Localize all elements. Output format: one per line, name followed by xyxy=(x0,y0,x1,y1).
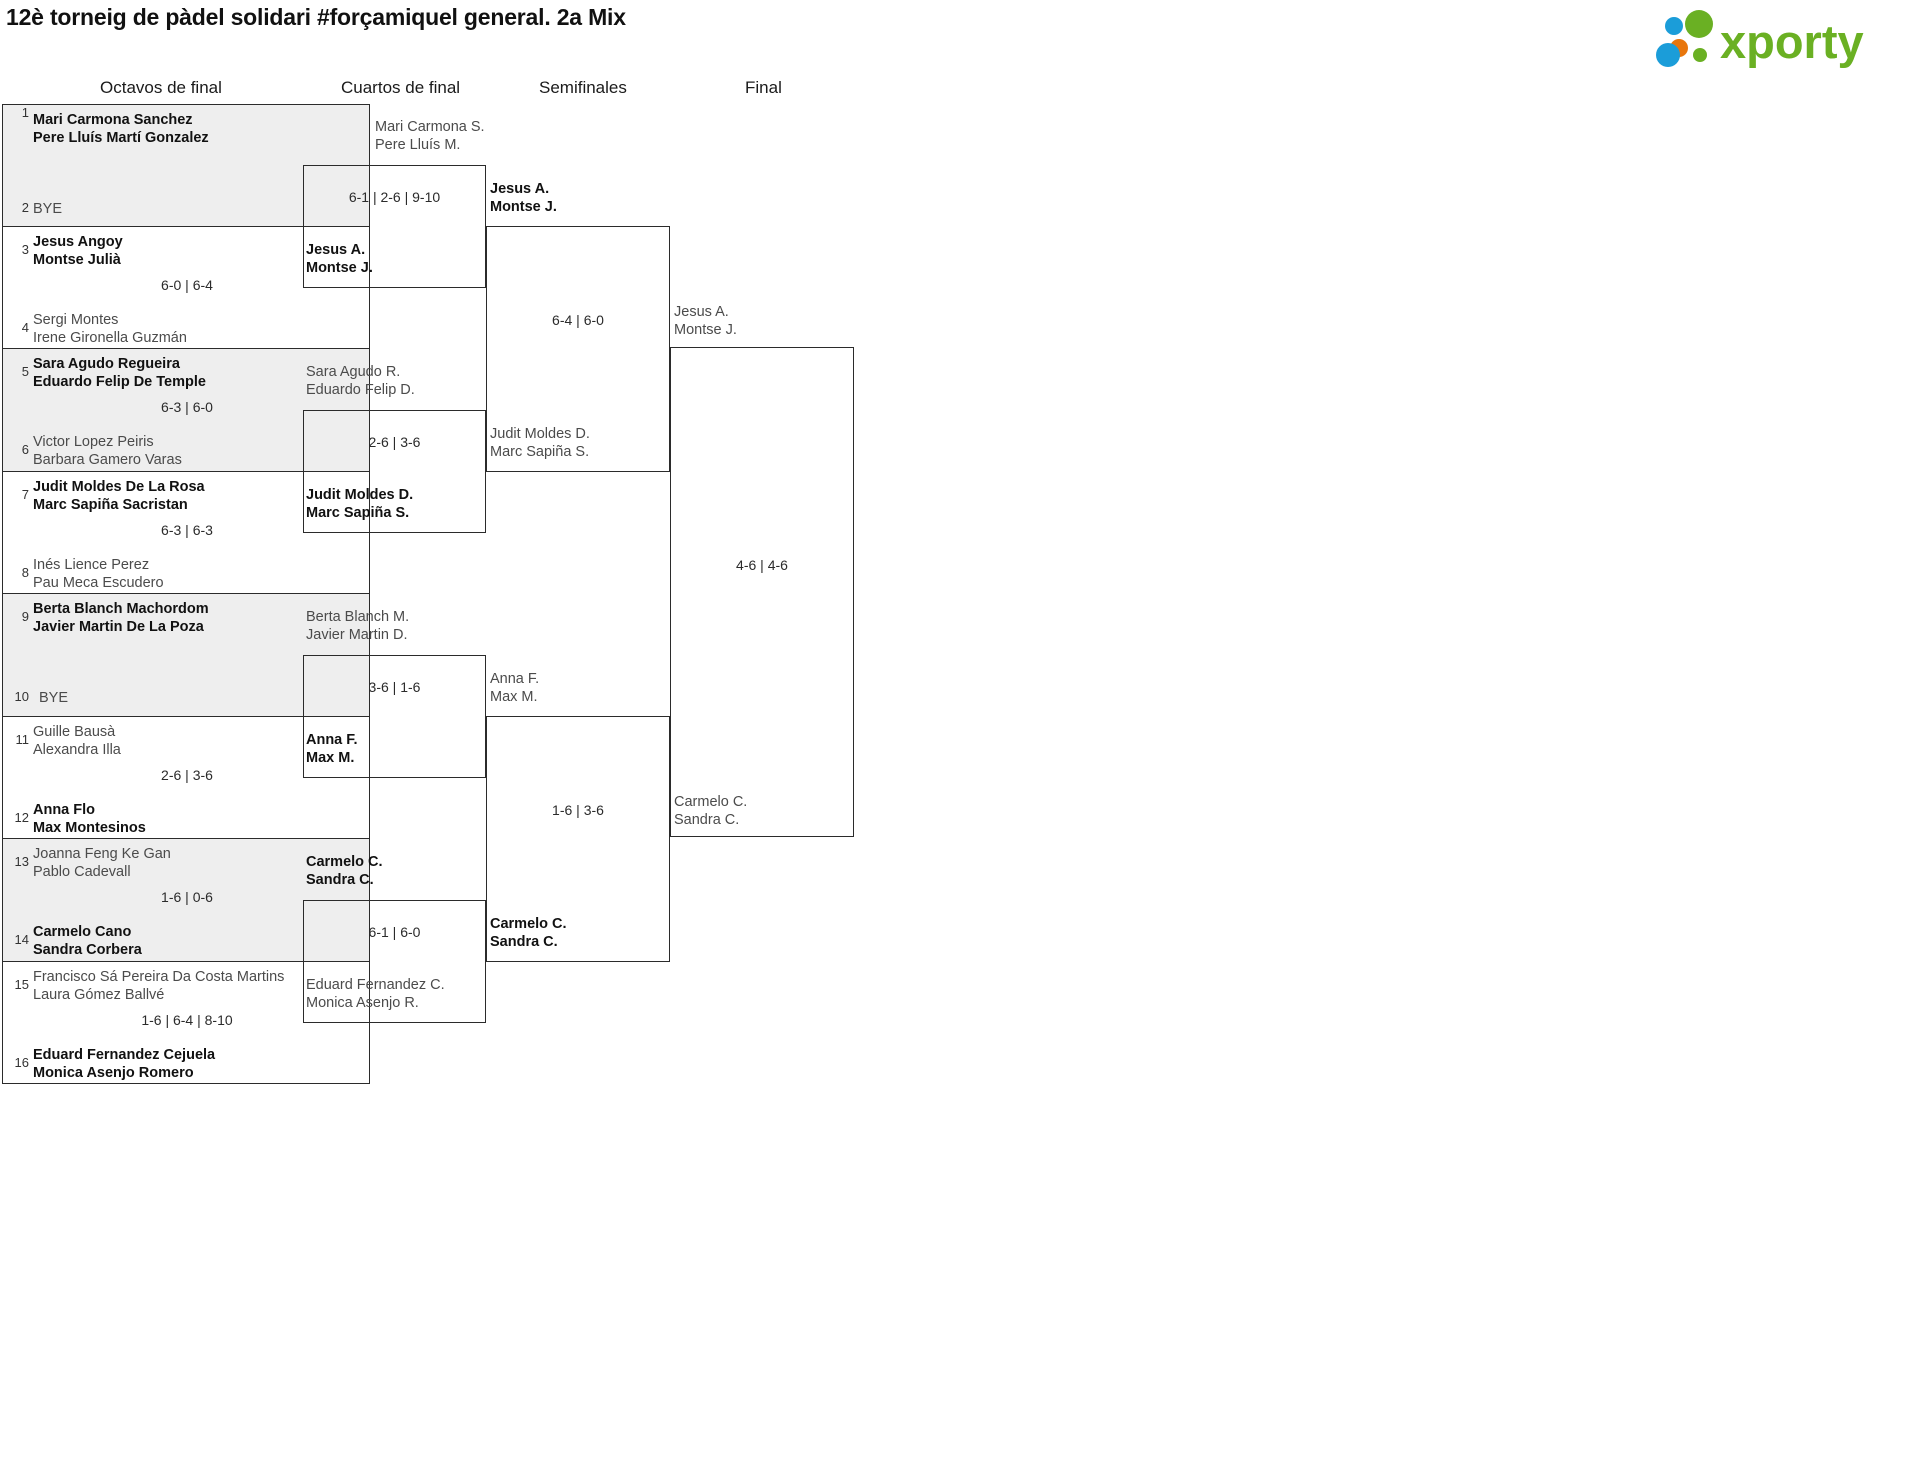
r16-team-top: Francisco Sá Pereira Da Costa Martins La… xyxy=(33,968,285,1003)
sf-match-1-bracket[interactable] xyxy=(486,226,670,472)
r16-match-2[interactable]: 3 Jesus Angoy Montse Julià 4 Sergi Monte… xyxy=(2,226,370,349)
r16-score: 1-6 | 0-6 xyxy=(161,889,213,905)
r16-team-top: Jesus Angoy Montse Julià xyxy=(33,233,123,268)
sf-score-2: 1-6 | 3-6 xyxy=(552,802,604,818)
r16-match-7[interactable]: 13 Joanna Feng Ke Gan Pablo Cadevall 14 … xyxy=(2,839,370,962)
logo-dot-green-small xyxy=(1693,48,1707,62)
r16-team-bottom: Victor Lopez Peiris Barbara Gamero Varas xyxy=(33,434,182,468)
r16-team-bottom: Inés Lience Perez Pau Meca Escudero xyxy=(33,556,164,591)
r16-team-top: Guille Bausà Alexandra Illa xyxy=(33,723,121,758)
qf-match-4-bracket[interactable] xyxy=(303,900,486,1023)
r16-score: 2-6 | 3-6 xyxy=(161,766,213,783)
final-score: 4-6 | 4-6 xyxy=(736,557,788,573)
round-header-octavos: Octavos de final xyxy=(100,78,222,97)
qf1-team-bottom: Jesus A. Montse J. xyxy=(306,242,373,276)
final-team-top: Jesus A. Montse J. xyxy=(674,304,737,338)
seed-number: 10 xyxy=(14,689,29,704)
seed-number: 1 xyxy=(21,105,29,120)
qf3-team-top: Berta Blanch M. Javier Martin D. xyxy=(306,609,410,643)
r16-team-bottom: BYE xyxy=(39,690,69,706)
sf2-team-bottom: Carmelo C. Sandra C. xyxy=(490,916,567,950)
r16-score: 6-0 | 6-4 xyxy=(161,276,213,293)
round-header-semifinales: Semifinales xyxy=(539,78,627,97)
round-header-final: Final xyxy=(745,78,782,97)
qf-score-4: 6-1 | 6-0 xyxy=(368,924,421,940)
qf4-team-bottom: Eduard Fernandez C. Monica Asenjo R. xyxy=(306,977,445,1011)
round-of-16-column: 1 Mari Carmona Sanchez Pere Lluís Martí … xyxy=(2,104,370,1084)
xporty-logo-svg: xporty xyxy=(1656,10,1864,68)
r16-team-bottom: Anna Flo Max Montesinos xyxy=(33,801,146,836)
seed-number: 13 xyxy=(14,854,29,869)
r16-match-6[interactable]: 11 Guille Bausà Alexandra Illa 12 Anna F… xyxy=(2,716,370,839)
seed-number: 15 xyxy=(14,976,29,992)
seed-number: 14 xyxy=(14,932,29,947)
sf-score-1: 6-4 | 6-0 xyxy=(552,312,604,328)
seed-number: 4 xyxy=(21,319,29,335)
r16-match-4[interactable]: 7 Judit Moldes De La Rosa Marc Sapiña Sa… xyxy=(2,471,370,594)
qf-match-3-bracket[interactable] xyxy=(303,655,486,778)
seed-number: 9 xyxy=(21,609,29,624)
qf1-team-top: Mari Carmona S. Pere Lluís M. xyxy=(375,119,485,153)
page-title: 12è torneig de pàdel solidari #forçamiqu… xyxy=(6,4,626,30)
qf-match-2-bracket[interactable] xyxy=(303,410,486,533)
qf2-team-bottom: Judit Moldes D. Marc Sapiña S. xyxy=(306,487,414,521)
seed-number: 8 xyxy=(21,564,29,580)
r16-match-5[interactable]: 9 Berta Blanch Machordom Javier Martin D… xyxy=(2,594,370,717)
logo-dot-blue-big xyxy=(1656,43,1680,67)
sf-match-2-bracket[interactable] xyxy=(486,716,670,962)
r16-team-bottom: Carmelo Cano Sandra Corbera xyxy=(33,924,142,958)
r16-score: 1-6 | 6-4 | 8-10 xyxy=(141,1011,233,1028)
seed-number: 5 xyxy=(21,364,29,379)
final-match-bracket[interactable] xyxy=(670,347,854,837)
logo-dot-green-big xyxy=(1685,10,1713,38)
r16-team-top: Judit Moldes De La Rosa Marc Sapiña Sacr… xyxy=(33,478,205,513)
qf3-team-bottom: Anna F. Max M. xyxy=(306,732,358,766)
qf-score-3: 3-6 | 1-6 xyxy=(368,679,421,695)
sf1-team-bottom: Judit Moldes D. Marc Sapiña S. xyxy=(490,426,590,460)
r16-score: 6-3 | 6-3 xyxy=(161,521,213,538)
seed-number: 7 xyxy=(21,486,29,502)
r16-team-bottom: Eduard Fernandez Cejuela Monica Asenjo R… xyxy=(33,1046,216,1081)
seed-number: 16 xyxy=(14,1054,29,1070)
sf2-team-top: Anna F. Max M. xyxy=(490,671,540,705)
r16-team-bottom: Sergi Montes Irene Gironella Guzmán xyxy=(33,311,187,346)
qf-match-1-bracket[interactable] xyxy=(303,165,486,288)
seed-number: 12 xyxy=(14,809,29,825)
seed-number: 6 xyxy=(21,442,29,457)
r16-team-top: Joanna Feng Ke Gan Pablo Cadevall xyxy=(33,846,171,880)
r16-team-top: Mari Carmona Sanchez Pere Lluís Martí Go… xyxy=(33,112,209,146)
qf4-team-top: Carmelo C. Sandra C. xyxy=(306,854,383,888)
r16-team-bottom: BYE xyxy=(33,201,63,217)
xporty-logo: xporty xyxy=(1652,8,1902,72)
r16-score: 6-3 | 6-0 xyxy=(161,399,213,415)
r16-team-top: Sara Agudo Regueira Eduardo Felip De Tem… xyxy=(33,356,206,390)
qf-score-1: 6-1 | 2-6 | 9-10 xyxy=(348,189,441,205)
sf1-team-top: Jesus A. Montse J. xyxy=(490,181,557,215)
qf-score-2: 2-6 | 3-6 xyxy=(368,434,421,450)
logo-dot-blue-top xyxy=(1665,17,1683,35)
logo-wordmark: xporty xyxy=(1720,15,1864,68)
seed-number: 3 xyxy=(21,241,29,257)
qf2-team-top: Sara Agudo R. Eduardo Felip D. xyxy=(306,364,415,398)
page-header: 12è torneig de pàdel solidari #forçamiqu… xyxy=(0,0,1920,78)
round-header-cuartos: Cuartos de final xyxy=(341,78,461,97)
seed-number: 11 xyxy=(15,731,30,747)
seed-number: 2 xyxy=(21,200,29,215)
r16-team-top: Berta Blanch Machordom Javier Martin De … xyxy=(33,601,209,635)
final-team-bottom: Carmelo C. Sandra C. xyxy=(674,794,748,828)
